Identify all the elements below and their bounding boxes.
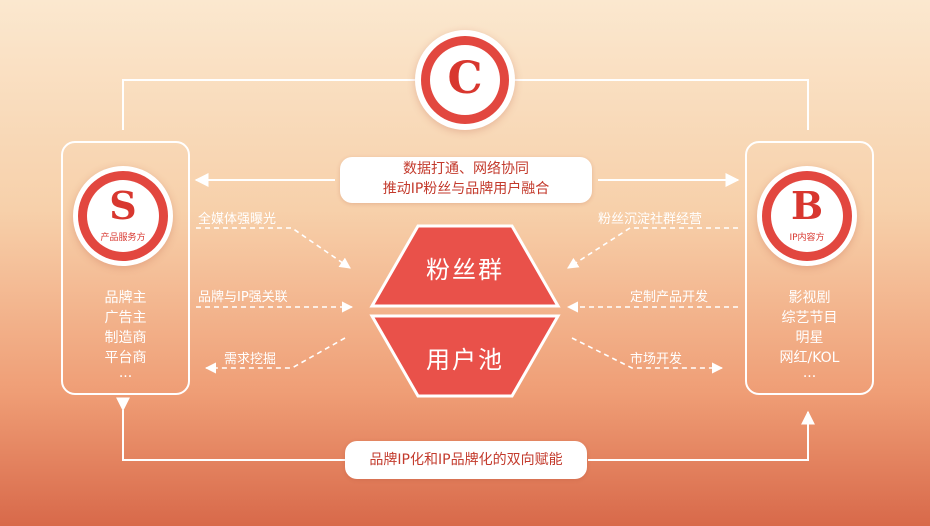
- flow-label-association: 品牌与IP强关联: [198, 290, 288, 305]
- bottom-loop-line-right: [588, 410, 815, 461]
- flow-arrow-exposure: [196, 227, 351, 269]
- flow-arrow-demand: [204, 337, 346, 374]
- flow-arrow-market: [571, 337, 724, 374]
- list-item: ...: [118, 365, 133, 381]
- list-item: 综艺节目: [781, 310, 838, 326]
- node-c: C: [415, 30, 515, 130]
- list-item: 明星: [795, 330, 824, 346]
- flow-label-product: 定制产品开发: [630, 290, 709, 305]
- list-item: 网红/KOL: [779, 350, 840, 366]
- bottom-banner: 品牌IP化和IP品牌化的双向赋能: [345, 441, 587, 479]
- bottom-banner-text: 品牌IP化和IP品牌化的双向赋能: [369, 452, 563, 468]
- node-c-letter: C: [447, 53, 483, 104]
- flow-label-market: 市场开发: [630, 352, 683, 367]
- hexagon-bottom-area: 用户池: [372, 316, 558, 396]
- node-s: S 产品服务方: [73, 166, 173, 266]
- fan-group-label: 粉丝群: [426, 256, 504, 284]
- left-panel: [61, 141, 190, 395]
- top-loop-line: [122, 79, 418, 130]
- node-s-letter: S: [109, 183, 137, 228]
- hexagon-top-area: 粉丝群: [372, 226, 558, 306]
- left-item-list: 品牌主 广告主 制造商 平台商 ...: [61, 288, 190, 381]
- node-b: B IP内容方: [757, 166, 857, 266]
- right-panel: [745, 141, 874, 395]
- list-item: ...: [802, 365, 817, 381]
- list-item: 平台商: [104, 350, 147, 366]
- top-banner: 数据打通、网络协同 推动IP粉丝与品牌用户融合: [340, 157, 592, 203]
- flow-arrow-community: [567, 227, 738, 269]
- node-s-subtitle: 产品服务方: [100, 233, 146, 243]
- bottom-loop-line: [116, 397, 345, 461]
- list-item: 品牌主: [104, 290, 147, 306]
- list-item: 广告主: [104, 310, 147, 326]
- top-banner-line1: 数据打通、网络协同: [403, 161, 529, 177]
- top-banner-line2: 推动IP粉丝与品牌用户融合: [382, 181, 550, 197]
- right-item-list: 影视剧 综艺节目 明星 网红/KOL ...: [745, 288, 874, 381]
- node-b-letter: B: [790, 183, 824, 228]
- user-pool-label: 用户池: [426, 346, 504, 374]
- center-hexagon: [369, 224, 561, 398]
- top-loop-line-right: [512, 79, 809, 130]
- list-item: 制造商: [104, 330, 147, 346]
- flow-label-demand: 需求挖掘: [224, 352, 277, 367]
- list-item: 影视剧: [788, 290, 831, 306]
- flow-label-community: 粉丝沉淀社群经营: [598, 212, 703, 227]
- node-b-subtitle: IP内容方: [789, 233, 825, 243]
- flow-label-exposure: 全媒体强曝光: [198, 212, 277, 227]
